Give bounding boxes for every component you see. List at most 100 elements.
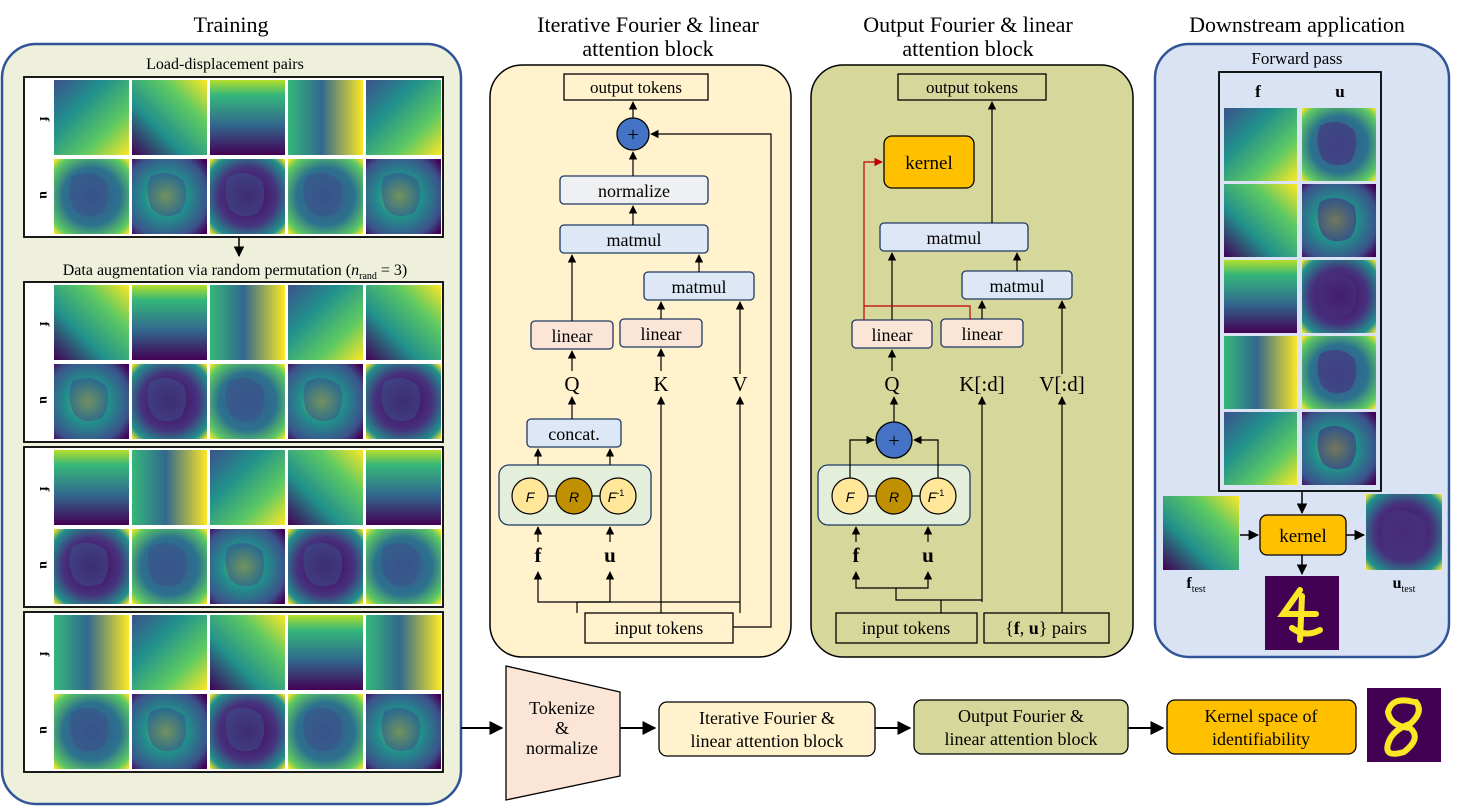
load-field-image [288, 615, 363, 690]
displacement-inclusion-shape [225, 172, 265, 217]
grid-row-label-f: f [36, 117, 51, 122]
forward-u-inclusion-shape [1317, 425, 1357, 470]
iter-k-label: K [653, 372, 668, 396]
displacement-inclusion-shape [225, 707, 265, 752]
iter-concat-box [526, 418, 622, 448]
load-field-image [54, 285, 129, 360]
displacement-inclusion-shape [225, 542, 265, 587]
plus-icon: + [888, 430, 899, 452]
displacement-inclusion-shape [303, 377, 343, 422]
pairs-label: Load-displacement pairs [146, 56, 304, 73]
f-test-image [1163, 496, 1239, 570]
iter-concat-label: concat. [548, 424, 599, 444]
iterative-title-line1: Iterative Fourier & linear [537, 12, 759, 37]
grid-row-label-f: f [36, 322, 51, 327]
displacement-inclusion-shape [69, 542, 109, 587]
out-k-label: K[:d] [959, 372, 1005, 396]
displacement-inclusion-shape [69, 377, 109, 422]
tokenize-line2: & [555, 718, 569, 738]
out-v-label: V[:d] [1039, 372, 1085, 396]
out-linear-k-label: linear [962, 324, 1003, 344]
forward-u-inclusion-shape [1317, 273, 1357, 318]
forward-pass-box [1218, 71, 1382, 492]
iter-op-f-label: F [526, 489, 536, 505]
forward-f-image [1224, 336, 1297, 409]
output-title-line1: Output Fourier & linear [863, 12, 1073, 37]
load-field-image [288, 80, 363, 155]
iter-linear-q-label: linear [552, 326, 593, 346]
forward-pass-label: Forward pass [1251, 49, 1342, 68]
iter-op-finv-label: F-1 [608, 488, 625, 505]
forward-pass-images [1224, 108, 1376, 485]
load-field-image [54, 450, 129, 525]
iter-v-label: V [732, 372, 747, 396]
load-field-image [132, 450, 207, 525]
forward-col-f: f [1255, 82, 1261, 101]
displacement-inclusion-shape [147, 542, 187, 587]
out-output-tokens-box [897, 73, 1047, 101]
displacement-inclusion-shape [69, 172, 109, 217]
pipeline-output-line2: linear attention block [945, 729, 1098, 749]
iter-matmul-top-box [559, 224, 709, 254]
displacement-inclusion-shape [225, 377, 265, 422]
iter-op-r-circle [555, 477, 593, 515]
displacement-inclusion-shape [147, 172, 187, 217]
forward-col-u: u [1335, 82, 1344, 101]
tokenize-line3: normalize [526, 738, 598, 758]
out-kernel-label: kernel [905, 153, 952, 174]
load-field-image [366, 285, 441, 360]
load-field-image [210, 285, 285, 360]
out-input-tokens-label: input tokens [862, 618, 951, 638]
forward-f-image [1224, 108, 1297, 181]
out-op-f-label: F [846, 489, 856, 505]
iter-input-tokens-label: input tokens [615, 618, 704, 638]
iter-op-r-label: R [569, 489, 579, 505]
iter-matmul-right-label: matmul [672, 277, 727, 297]
displacement-inclusion-shape [381, 707, 421, 752]
iterative-connectors [533, 101, 772, 628]
displacement-inclusion-shape [303, 172, 343, 217]
augment-label: Data augmentation via random permutation… [63, 262, 408, 282]
out-matmul-top-label: matmul [927, 228, 982, 248]
kernel-feedback-red-arrows [863, 157, 971, 320]
u-test-label: utest [1393, 575, 1416, 595]
grid-row-label-f: f [36, 652, 51, 657]
grid-row-label-u: u [36, 396, 51, 404]
forward-f-image [1224, 184, 1297, 257]
load-field-image [366, 450, 441, 525]
output-connectors [849, 101, 1067, 613]
iter-normalize-label: normalize [598, 181, 670, 201]
out-f-label: f [853, 543, 861, 567]
u-test-shape [1382, 510, 1426, 560]
iter-op-finv-circle [599, 477, 637, 515]
load-field-image [288, 450, 363, 525]
iter-u-label: u [604, 543, 616, 567]
displacement-inclusion-shape [147, 707, 187, 752]
load-field-image [210, 450, 285, 525]
grid-row-label-f: f [36, 487, 51, 492]
pipeline-kernel-line2: identifiability [1212, 729, 1310, 749]
pipeline-iterative-line2: linear attention block [691, 731, 844, 751]
grid-row-label-u: u [36, 726, 51, 734]
forward-u-inclusion-shape [1317, 121, 1357, 166]
digit-eight-stroke [1384, 697, 1422, 757]
displacement-inclusion-shape [381, 542, 421, 587]
load-field-image [366, 80, 441, 155]
out-op-r-label: R [889, 489, 899, 505]
grid-row-label-u: u [36, 191, 51, 199]
load-field-image [210, 80, 285, 155]
iter-matmul-top-label: matmul [607, 230, 662, 250]
forward-f-image [1224, 412, 1297, 485]
pipeline-kernel-line1: Kernel space of [1205, 706, 1318, 726]
displacement-inclusion-shape [381, 172, 421, 217]
load-field-image [210, 615, 285, 690]
output-title-line2: attention block [902, 36, 1033, 61]
out-pairs-label: {f, u} pairs [1005, 618, 1087, 638]
displacement-inclusion-shape [303, 707, 343, 752]
forward-u-inclusion-shape [1317, 349, 1357, 394]
displacement-inclusion-shape [69, 707, 109, 752]
forward-u-inclusion-shape [1317, 197, 1357, 242]
out-input-tokens-box [835, 612, 978, 644]
